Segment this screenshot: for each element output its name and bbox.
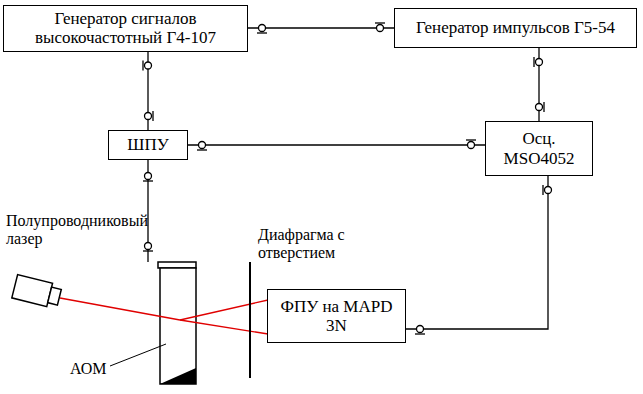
aom-absorber (160, 368, 196, 384)
coax-cable (143, 52, 153, 131)
part-label: Диафрагма с отверстием (258, 226, 408, 262)
laser-symbol (12, 275, 62, 309)
aom-transducer (158, 262, 196, 268)
box-label: Осц. MSO4052 (492, 129, 586, 167)
box-label: ФПУ на MAPD 3N (274, 297, 399, 335)
box-label: ШПУ (127, 135, 168, 154)
device-box: ФПУ на MAPD 3N (267, 289, 406, 343)
diaphragm (249, 262, 251, 378)
part-label: Полупроводниковый лазер (6, 212, 146, 248)
coax-cable (248, 23, 394, 33)
box-label: Генератор сигналов высокочастотный Г4-10… (10, 9, 241, 47)
laser-beam (60, 298, 268, 334)
box-label: Генератор импульсов Г5-54 (416, 18, 615, 37)
coax-plug (143, 173, 153, 252)
aom-crystal (160, 268, 196, 384)
coax-cable (534, 48, 544, 121)
oscilloscope-box: Осц. MSO4052 (485, 121, 593, 176)
device-box: Генератор сигналов высокочастотный Г4-10… (3, 5, 248, 52)
part-label: АОМ (70, 360, 110, 378)
leader-line (110, 344, 166, 366)
coax-cable (188, 140, 485, 150)
coax-cable (406, 176, 552, 334)
device-box: Генератор импульсов Г5-54 (394, 8, 637, 48)
device-box: ШПУ (108, 130, 188, 160)
